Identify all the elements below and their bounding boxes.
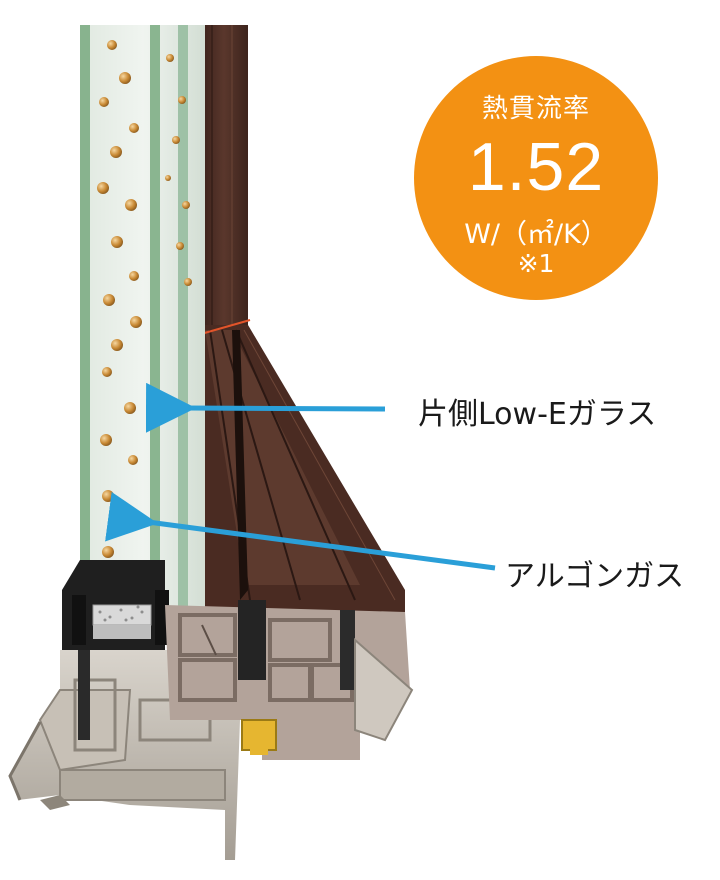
glazing-bead-and-spacer	[62, 560, 169, 650]
badge-title: 熱貫流率	[481, 94, 590, 124]
double-glazing-unit	[80, 25, 205, 625]
argon-gas-label: アルゴンガス	[505, 559, 685, 594]
badge-unit: W/（㎡/K）	[464, 219, 608, 250]
low-e-glass-arrow	[145, 382, 386, 433]
u-value-badge: 熱貫流率 1.52 W/（㎡/K） ※1	[414, 56, 658, 300]
low-e-glass-label: 片側Low-Eガラス	[418, 397, 657, 432]
badge-value: 1.52	[467, 129, 605, 205]
resin-chambered-frame	[165, 600, 414, 760]
argon-gas-arrow	[105, 491, 496, 571]
badge-note: ※1	[517, 249, 555, 278]
